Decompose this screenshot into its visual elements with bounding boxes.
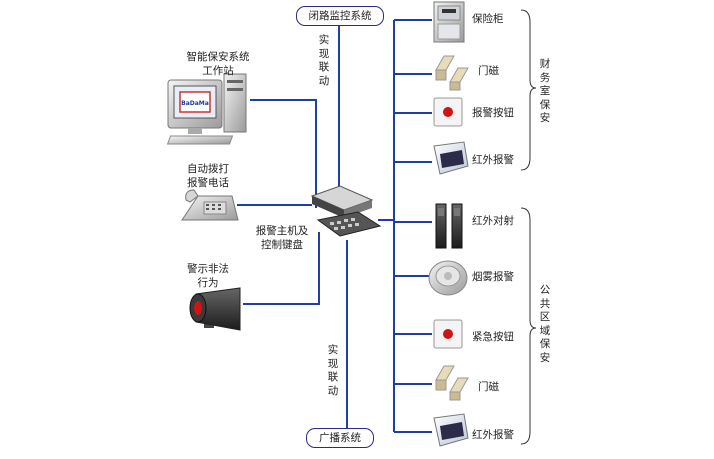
siren-label-line1: 警示非法 bbox=[187, 263, 229, 275]
safe-icon bbox=[433, 1, 465, 43]
group-label-public: 公共区域保安 bbox=[539, 284, 551, 364]
cctv-system-box: 闭路监控系统 bbox=[296, 6, 384, 26]
telephone-icon bbox=[181, 189, 239, 221]
siren-label-line2: 行为 bbox=[197, 277, 219, 289]
finance-bracket bbox=[520, 9, 537, 171]
infrared-beam-icon bbox=[435, 203, 463, 249]
device-label-infrared-alarm: 红外报警 bbox=[472, 429, 514, 441]
device-label-smoke-alarm: 烟雾报警 bbox=[472, 271, 514, 283]
link-label-top: 实现联动 bbox=[318, 34, 330, 87]
broadcast-system-box: 广播系统 bbox=[306, 428, 374, 448]
workstation-label: 智能保安系统 工作站 bbox=[170, 50, 266, 78]
smoke-detector-icon bbox=[428, 260, 468, 296]
phone-label-line1: 自动拨打 bbox=[187, 163, 229, 175]
public-bracket bbox=[520, 207, 537, 445]
phone-label: 自动拨打 报警电话 bbox=[180, 162, 236, 190]
group-label-finance: 财务室保安 bbox=[539, 58, 551, 124]
workstation-icon: BaDaMa bbox=[166, 73, 247, 145]
screen-logo-text: BaDaMa bbox=[181, 100, 209, 107]
device-label-infrared-beam: 红外对射 bbox=[472, 215, 514, 227]
host-label-line1: 报警主机及 bbox=[255, 225, 309, 237]
emergency-button-icon bbox=[433, 319, 463, 349]
device-label-door-magnet: 门磁 bbox=[478, 65, 499, 77]
workstation-label-line1: 智能保安系统 bbox=[186, 51, 250, 63]
infrared-detector-icon bbox=[433, 413, 469, 447]
wire-group bbox=[237, 19, 432, 433]
device-label-alarm-button: 报警按钮 bbox=[472, 107, 514, 119]
workstation-label-line2: 工作站 bbox=[202, 65, 234, 77]
phone-label-line2: 报警电话 bbox=[187, 177, 229, 189]
host-label-line2: 控制键盘 bbox=[261, 239, 303, 251]
device-label-infrared-alarm: 红外报警 bbox=[472, 154, 514, 166]
link-label-bottom: 实现联动 bbox=[327, 344, 339, 397]
device-label-safe: 保险柜 bbox=[472, 13, 504, 25]
siren-icon bbox=[189, 287, 241, 331]
alarm-button-icon bbox=[433, 97, 463, 127]
siren-label: 警示非法 行为 bbox=[180, 262, 236, 290]
host-label: 报警主机及 控制键盘 bbox=[250, 224, 314, 252]
infrared-detector-icon bbox=[433, 141, 469, 175]
device-label-door-magnet: 门磁 bbox=[478, 381, 499, 393]
alarm-host-icon bbox=[310, 185, 382, 237]
device-label-emergency-button: 紧急按钮 bbox=[472, 331, 514, 343]
door-magnet-icon bbox=[435, 55, 469, 91]
door-magnet-icon bbox=[435, 365, 469, 401]
